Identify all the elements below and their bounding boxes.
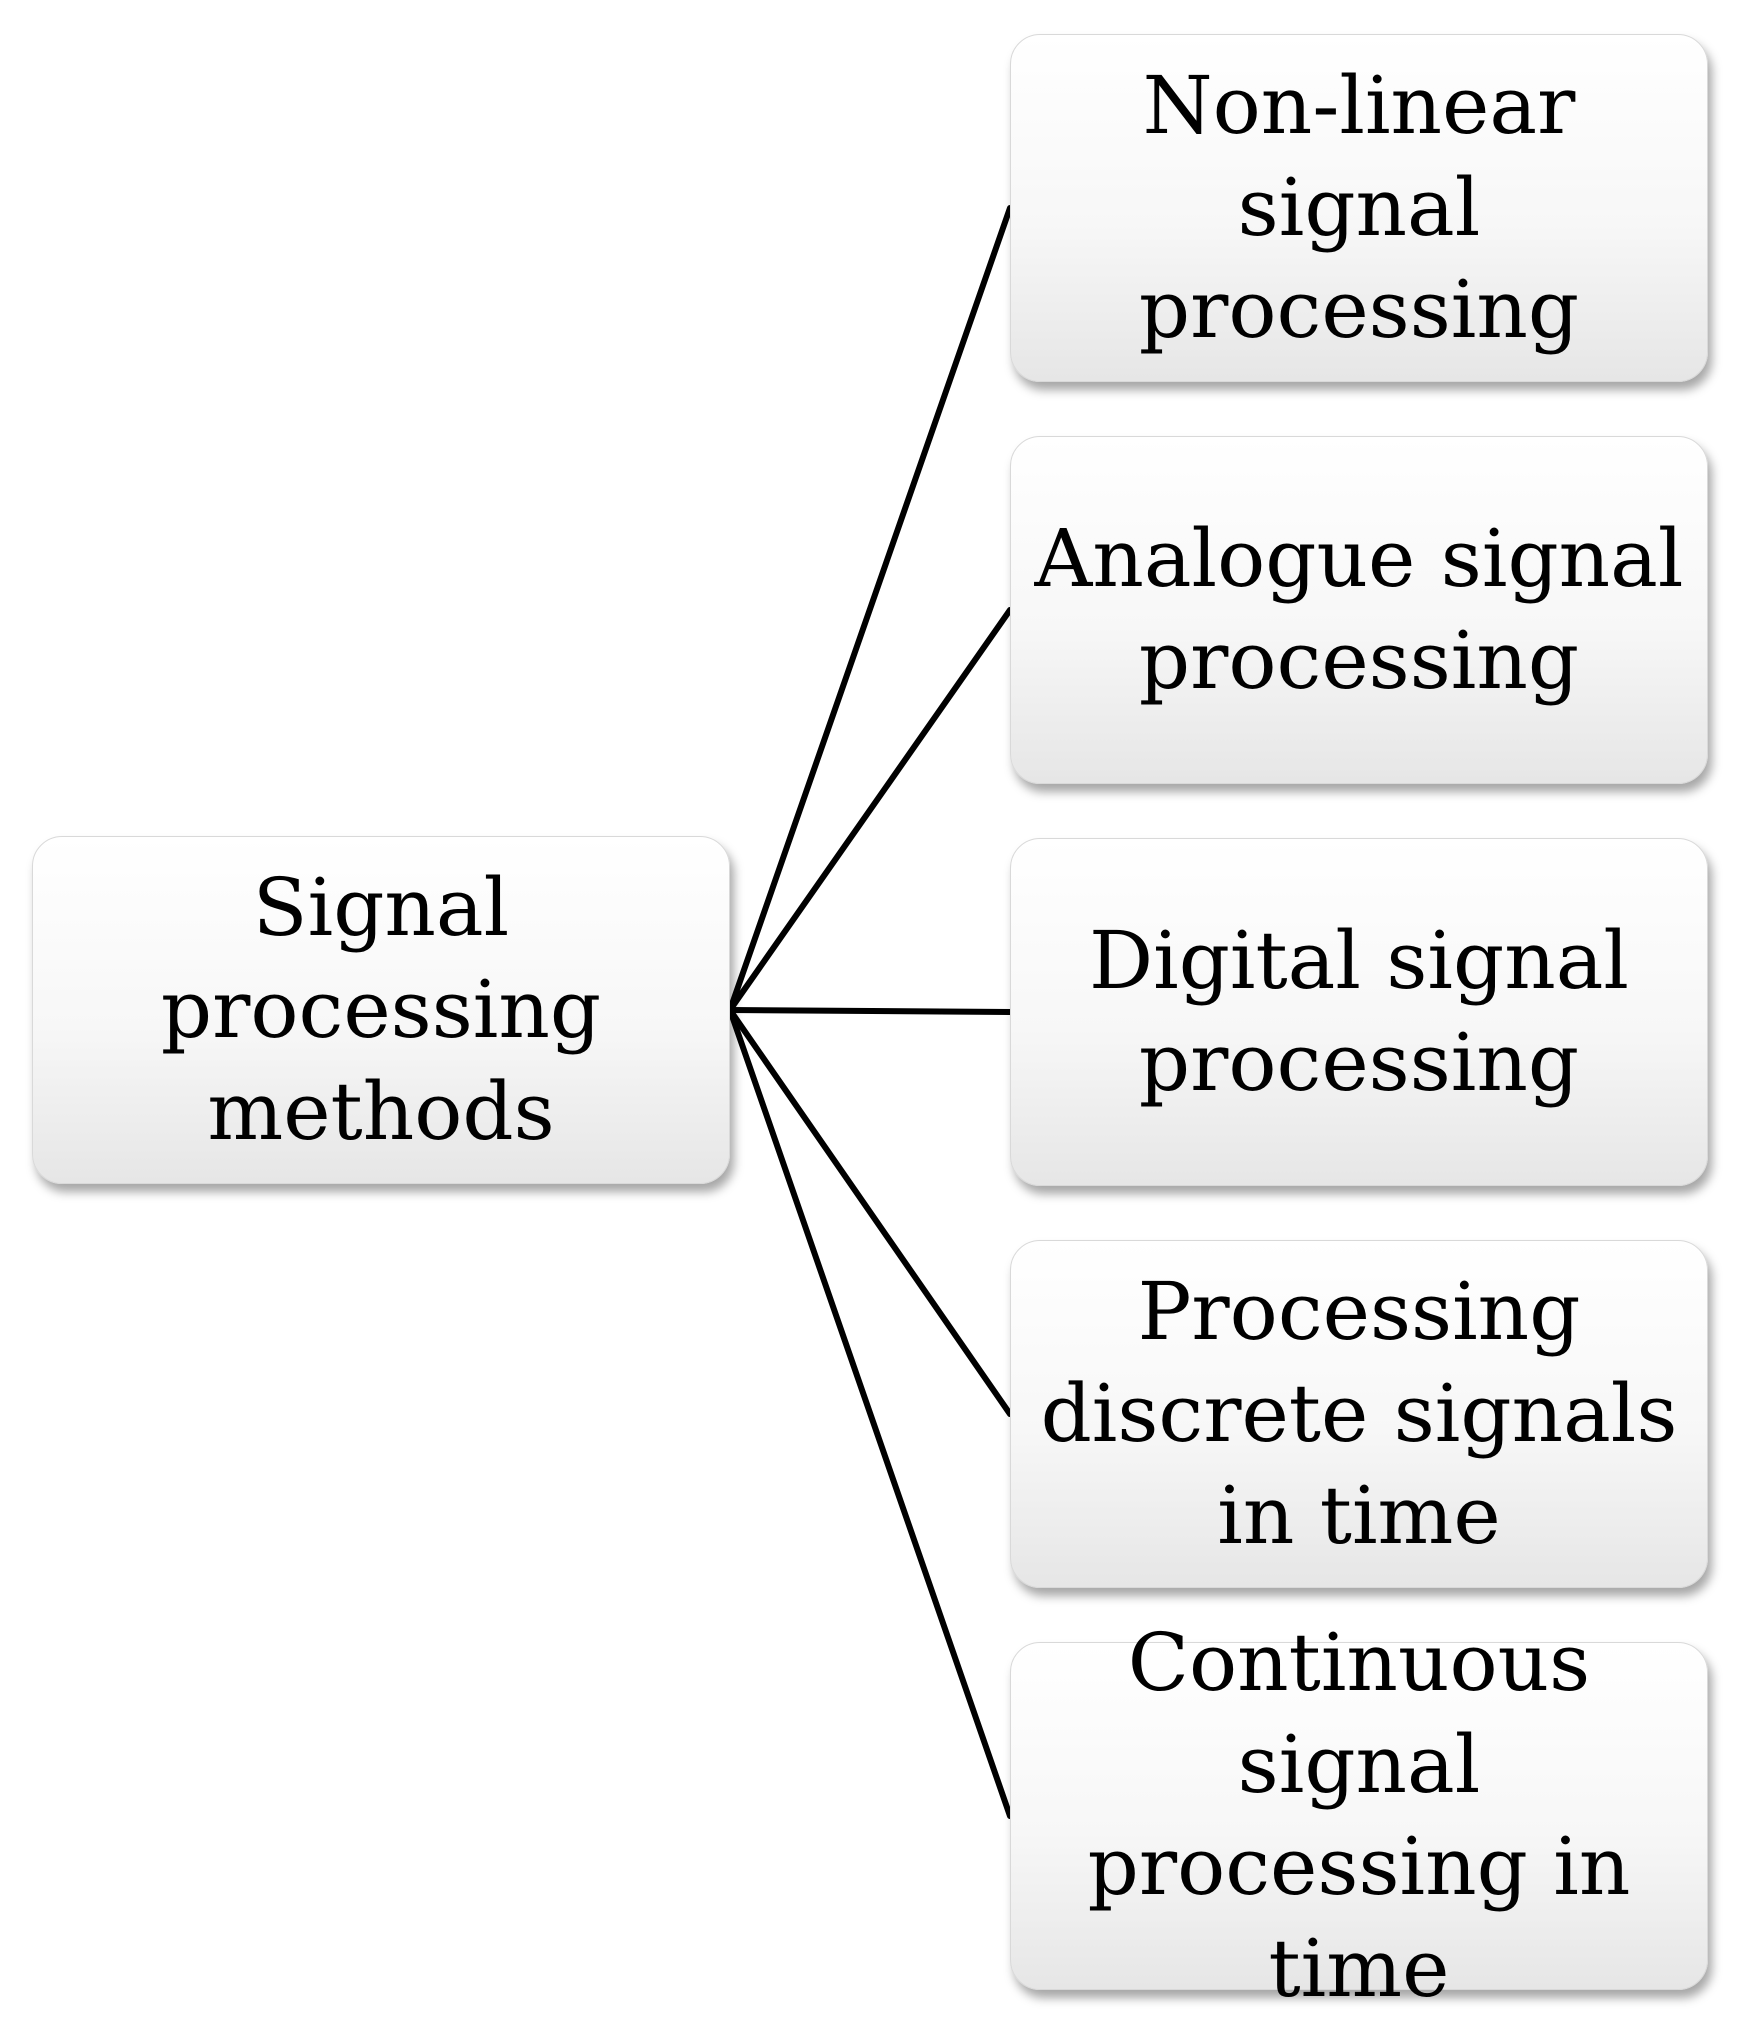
child-node-digital: Digital signal processing [1010, 838, 1708, 1186]
child-node-discrete-time: Processing discrete signals in time [1010, 1240, 1708, 1588]
connector-to-analogue [727, 607, 1013, 1013]
root-node-label: Signal processing methods [160, 861, 602, 1158]
connector-to-discrete [727, 1007, 1013, 1417]
connector-to-continuous [727, 1007, 1013, 1819]
child-node-label: Processing discrete signals in time [1040, 1265, 1678, 1562]
child-node-label: Digital signal processing [1088, 914, 1630, 1109]
child-node-label: Analogue signal processing [1034, 512, 1684, 707]
child-node-continuous-time: Continuous signal processing in time [1010, 1616, 1708, 2015]
child-node-non-linear: Non-linear signal processing [1010, 34, 1708, 382]
child-node-label: Non-linear signal processing [1138, 59, 1580, 356]
child-node-label: Continuous signal processing in time [1087, 1616, 1631, 2015]
root-node: Signal processing methods [32, 836, 730, 1184]
child-node-analogue: Analogue signal processing [1010, 436, 1708, 784]
connector-to-non-linear [727, 205, 1013, 1013]
connector-to-digital [727, 1007, 1013, 1015]
